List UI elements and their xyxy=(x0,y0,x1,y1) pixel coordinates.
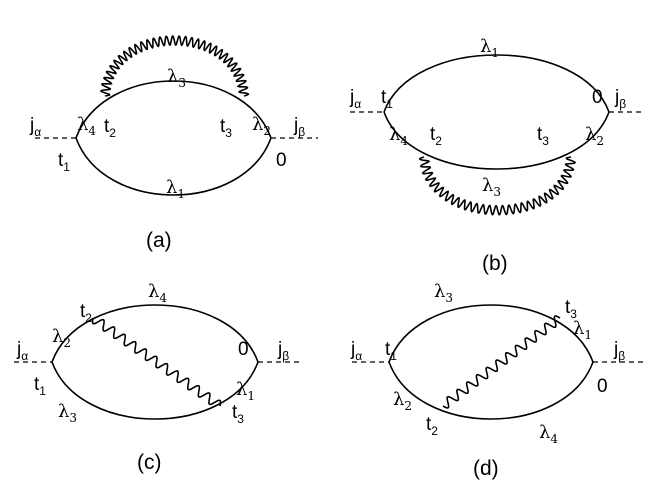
label-lambda1: λ1 xyxy=(480,36,499,60)
label-j-beta: jβ xyxy=(293,115,305,139)
diagram-d: jα jβ t1 t2 t3 0 λ1 λ2 λ3 λ4 (d) xyxy=(350,281,645,480)
label-j-alpha: jα xyxy=(349,87,361,111)
caption-c: (c) xyxy=(137,451,162,474)
label-lambda3: λ3 xyxy=(482,175,501,199)
label-t1: t1 xyxy=(34,374,46,398)
label-lambda1: λ1 xyxy=(573,318,592,342)
label-lambda2: λ2 xyxy=(585,124,604,148)
label-t3: t3 xyxy=(232,402,244,426)
diagram-b: jα jβ t1 t2 t3 0 λ1 λ2 λ3 λ4 (b) xyxy=(349,36,644,275)
label-t2: t2 xyxy=(104,116,116,140)
propagator-lower xyxy=(75,137,272,196)
photon-line xyxy=(91,317,222,407)
label-lambda2: λ2 xyxy=(52,326,71,350)
label-j-beta: jβ xyxy=(277,339,289,363)
label-lambda2: λ2 xyxy=(393,389,412,413)
diagram-c: jα jβ t1 t2 t3 0 λ1 λ2 λ3 λ4 (c) xyxy=(14,281,300,474)
label-lambda3: λ3 xyxy=(58,401,77,425)
label-t1: t1 xyxy=(58,150,70,174)
caption-b: (b) xyxy=(482,252,508,275)
photon-line xyxy=(418,156,577,216)
label-j-alpha: jα xyxy=(29,115,41,139)
photon-line xyxy=(442,315,561,409)
caption-a: (a) xyxy=(146,229,172,252)
label-t1: t1 xyxy=(381,87,393,111)
label-lambda4: λ4 xyxy=(389,124,408,148)
label-t2: t2 xyxy=(426,414,438,438)
propagator-upper xyxy=(51,304,259,363)
label-zero: 0 xyxy=(597,376,608,397)
label-lambda4: λ4 xyxy=(77,114,96,138)
label-j-beta: jβ xyxy=(613,339,625,363)
label-t3: t3 xyxy=(220,116,232,140)
label-j-alpha: jα xyxy=(350,339,362,363)
label-lambda1: λ1 xyxy=(166,177,185,201)
caption-d: (d) xyxy=(473,457,499,480)
label-lambda1: λ1 xyxy=(236,379,255,403)
label-j-alpha: jα xyxy=(16,339,28,363)
label-zero: 0 xyxy=(592,87,603,108)
label-t3: t3 xyxy=(565,297,577,321)
label-t2: t2 xyxy=(430,124,442,148)
label-zero: 0 xyxy=(276,150,287,171)
propagator-upper xyxy=(383,54,610,113)
propagator-upper xyxy=(75,80,272,139)
diagram-a: jα jβ t1 t2 t3 0 λ1 λ2 λ3 λ4 (a) xyxy=(29,34,318,252)
photon-line xyxy=(99,34,250,97)
propagator-lower xyxy=(51,361,259,420)
label-lambda4: λ4 xyxy=(539,422,558,446)
label-t1: t1 xyxy=(385,339,397,363)
label-lambda2: λ2 xyxy=(252,114,271,138)
label-zero: 0 xyxy=(238,339,249,360)
label-t3: t3 xyxy=(537,124,549,148)
propagator-upper xyxy=(388,304,594,363)
label-lambda3: λ3 xyxy=(167,66,186,90)
propagator-lower xyxy=(388,361,594,420)
label-lambda3: λ3 xyxy=(434,281,453,305)
label-lambda4: λ4 xyxy=(148,281,167,305)
label-t2: t2 xyxy=(80,301,92,325)
propagator-lower xyxy=(383,111,610,170)
label-j-beta: jβ xyxy=(614,87,626,111)
